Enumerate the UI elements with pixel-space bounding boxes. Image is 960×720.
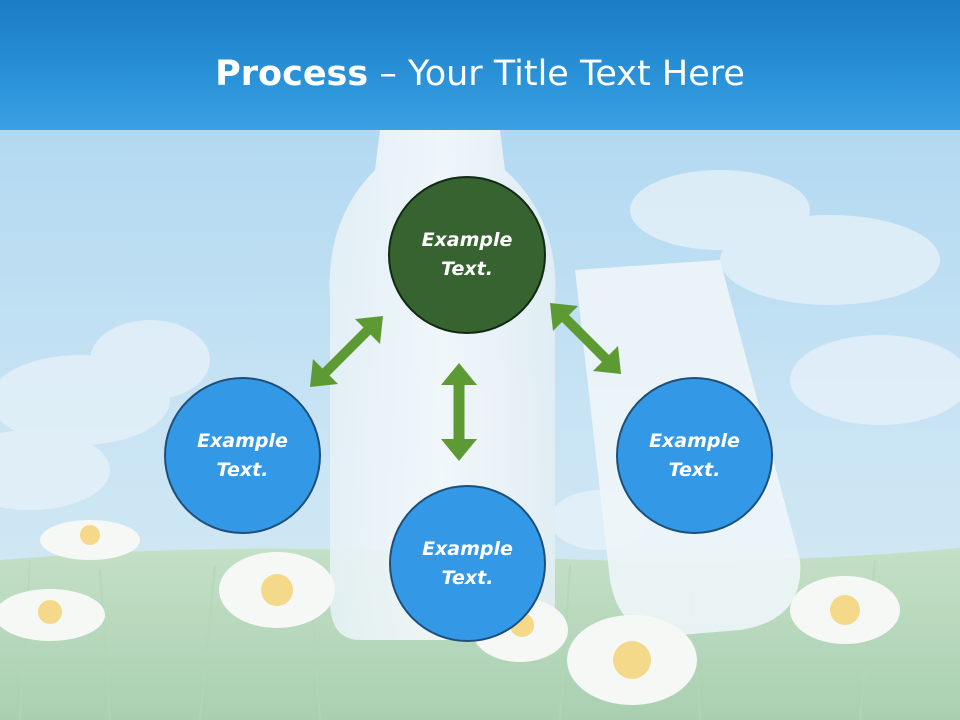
node-left-label: Example Text. (197, 429, 288, 481)
arrow-vertical (441, 363, 477, 461)
node-right-label: Example Text. (649, 429, 740, 481)
arrow-top-right (550, 303, 621, 374)
node-top: Example Text. (388, 176, 546, 334)
node-bottom-label: Example Text. (422, 537, 513, 589)
arrow-top-left (310, 316, 383, 387)
title-rest: Your Title Text Here (407, 54, 745, 94)
title-bar (0, 0, 960, 130)
title-bold: Process (215, 54, 369, 94)
node-left: Example Text. (164, 377, 321, 534)
node-top-label: Example Text. (421, 229, 513, 280)
node-right: Example Text. (616, 377, 773, 534)
node-bottom: Example Text. (389, 485, 546, 642)
slide-title: Process – Your Title Text Here (0, 52, 960, 96)
title-dash: – (368, 54, 408, 94)
